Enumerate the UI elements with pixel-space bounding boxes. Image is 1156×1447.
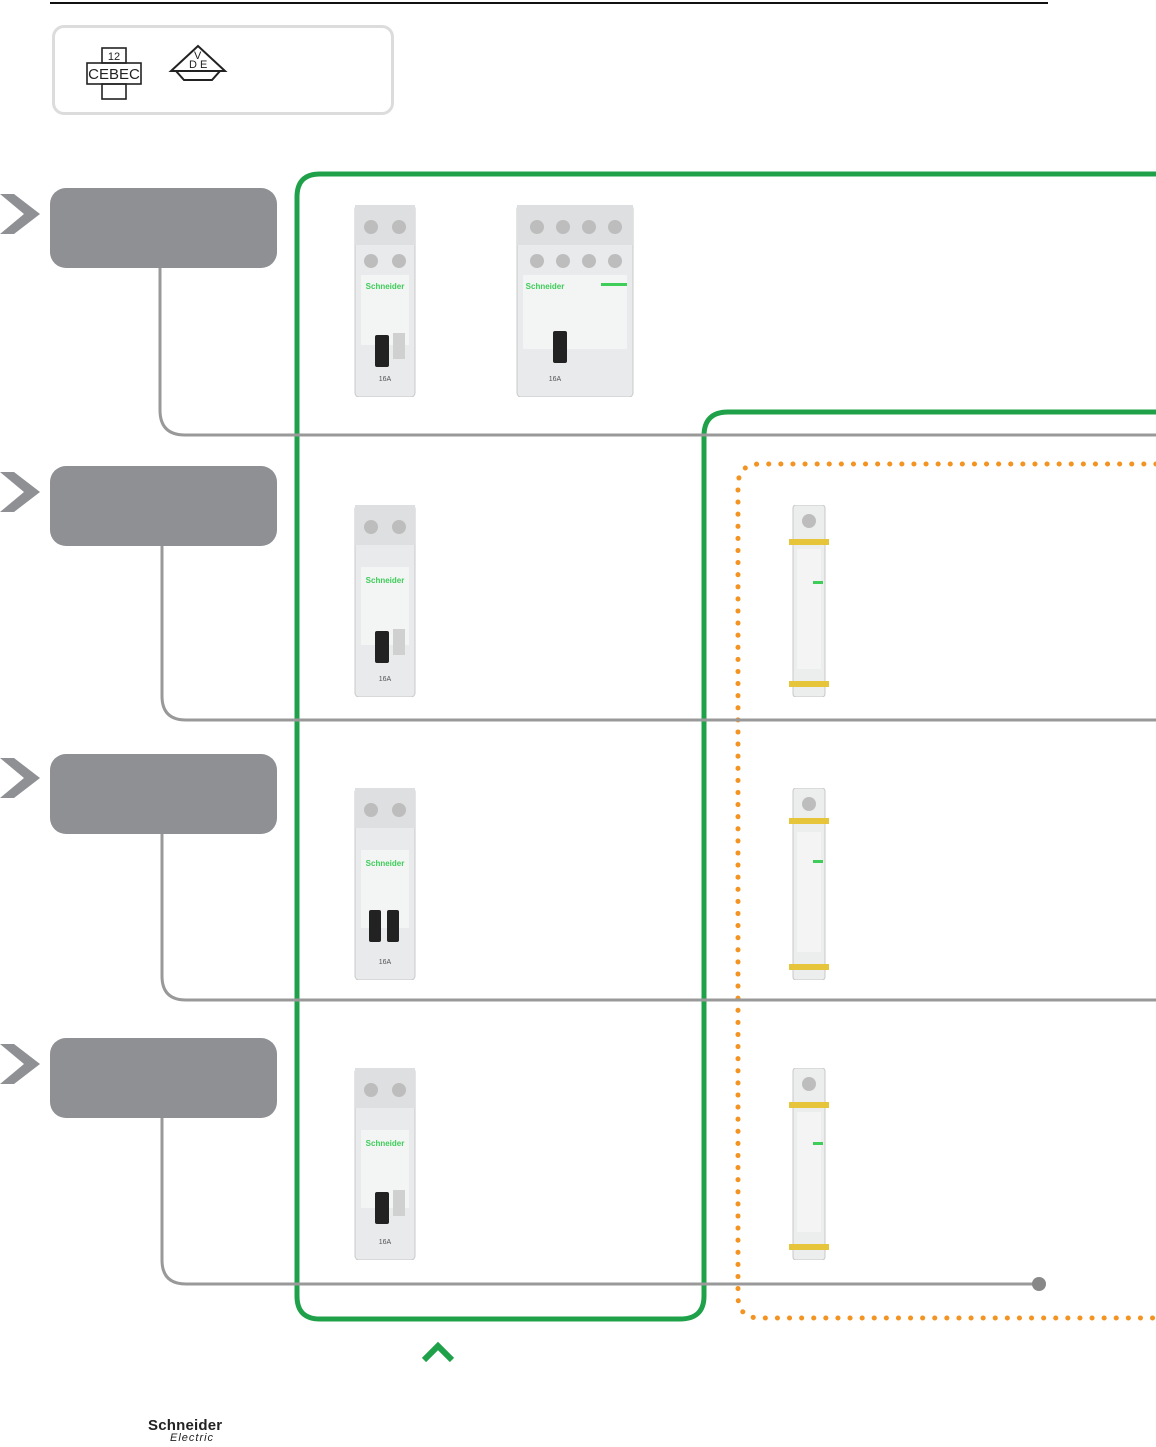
connector-end-dot bbox=[1032, 1277, 1046, 1291]
section-label-1 bbox=[50, 188, 277, 268]
vde-certification-logo: D V E bbox=[168, 44, 228, 81]
product-rating: 16A bbox=[379, 959, 392, 966]
caret-up-icon bbox=[421, 1341, 455, 1363]
section-label-4 bbox=[50, 1038, 277, 1118]
connector-line-4 bbox=[160, 1118, 1038, 1286]
connector-line-1 bbox=[158, 268, 1156, 437]
timer-relay-product-image: Schneider 16A bbox=[354, 505, 416, 697]
product-rating: 16A bbox=[549, 376, 562, 383]
svg-text:Schneider: Schneider bbox=[366, 1139, 405, 1148]
impulse-relay-control-product-image: Schneider 16A bbox=[354, 788, 416, 980]
auxiliary-module-product-image bbox=[789, 788, 829, 980]
svg-text:Schneider: Schneider bbox=[366, 576, 405, 585]
auxiliary-module-product-image bbox=[789, 505, 829, 697]
vde-letter-e: E bbox=[200, 59, 207, 71]
auxiliary-module-product-image bbox=[789, 1068, 829, 1260]
svg-text:Schneider: Schneider bbox=[366, 859, 405, 868]
product-rating: 16A bbox=[379, 376, 392, 383]
connector-line-2 bbox=[160, 546, 1156, 722]
connector-line-3 bbox=[160, 834, 1156, 1002]
vde-letter-d: D bbox=[189, 59, 197, 71]
schneider-electric-logo: Schneider Electric bbox=[148, 1418, 222, 1444]
section-label-3 bbox=[50, 754, 277, 834]
svg-text:Schneider: Schneider bbox=[366, 282, 405, 291]
impulse-relay-2module-product-image: Schneider 16A bbox=[516, 205, 634, 397]
product-rating: 16A bbox=[379, 1239, 392, 1246]
top-divider bbox=[50, 2, 1048, 4]
section-label-2 bbox=[50, 466, 277, 546]
product-rating: 16A bbox=[379, 676, 392, 683]
cebec-label: CEBEC bbox=[88, 66, 140, 83]
step-relay-product-image: Schneider 16A bbox=[354, 1068, 416, 1260]
green-product-frame bbox=[294, 171, 1156, 1322]
certification-box: 12 CEBEC D V E bbox=[52, 25, 394, 115]
section-chevron-icon bbox=[0, 472, 40, 512]
section-chevron-icon bbox=[0, 758, 40, 798]
cebec-number: 12 bbox=[108, 51, 120, 63]
logo-subbrand: Electric bbox=[170, 1432, 215, 1444]
logo-brand: Schneider bbox=[148, 1417, 223, 1434]
orange-accessory-frame bbox=[735, 461, 1156, 1321]
section-chevron-icon bbox=[0, 1044, 40, 1084]
section-chevron-icon bbox=[0, 194, 40, 234]
cebec-certification-logo: 12 CEBEC bbox=[86, 47, 142, 100]
svg-text:Schneider: Schneider bbox=[526, 282, 565, 291]
vde-letter-v: V bbox=[194, 50, 202, 62]
impulse-relay-product-image: Schneider 16A bbox=[354, 205, 416, 397]
